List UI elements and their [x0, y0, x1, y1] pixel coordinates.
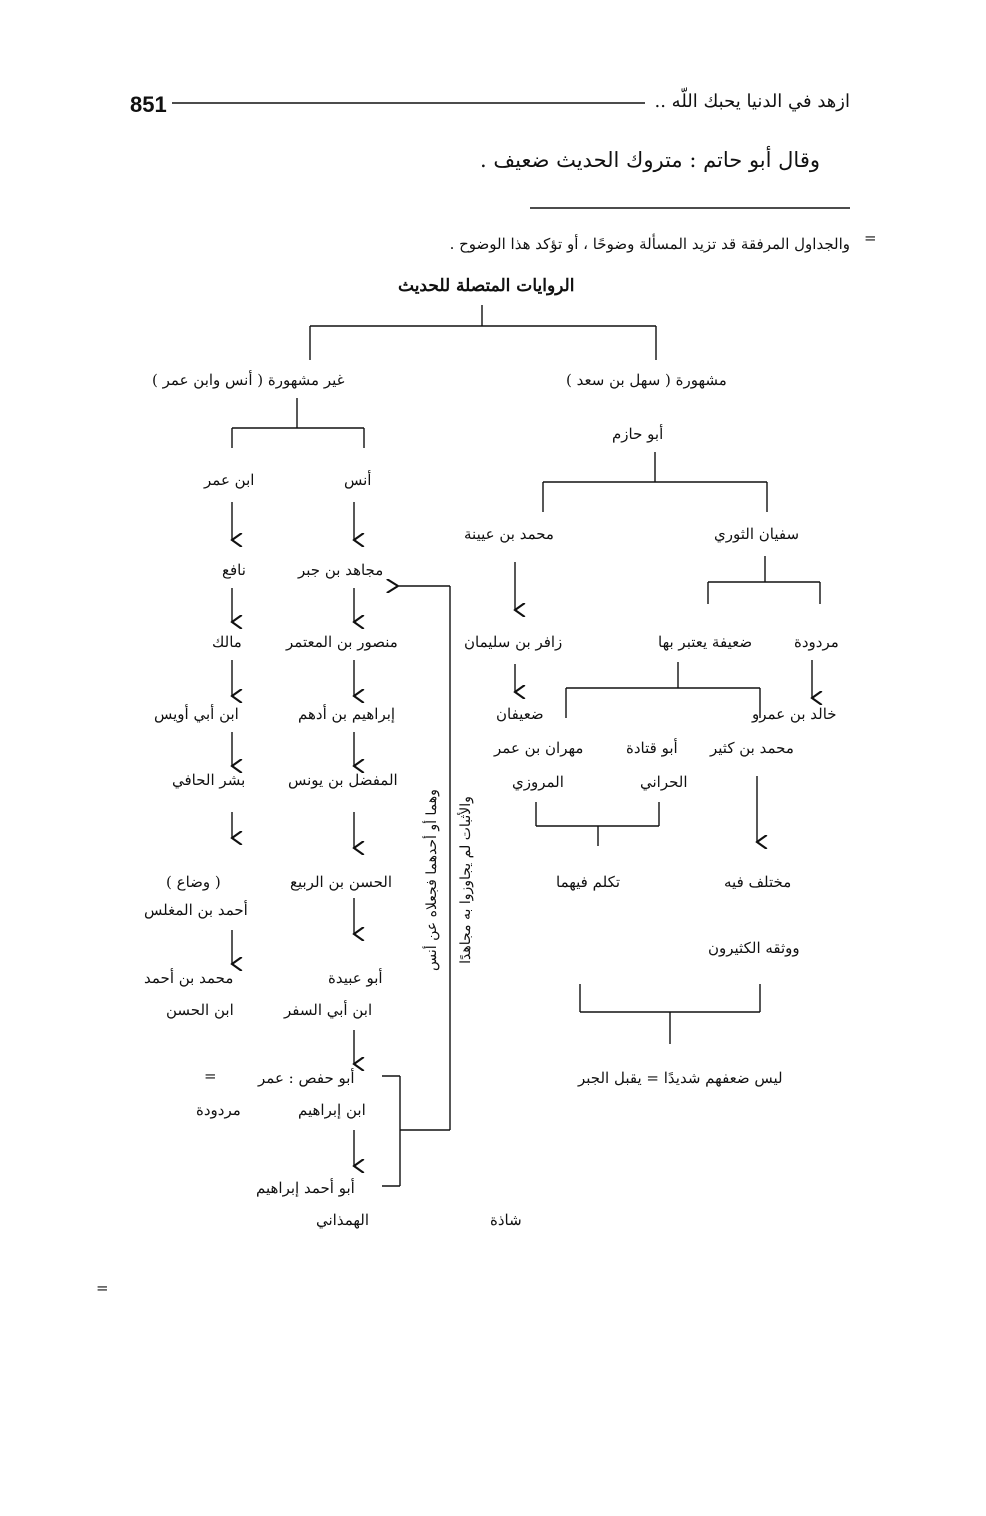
unfamous-branch-label: غير مشهورة ( أنس وابن عمر ) [152, 371, 345, 389]
label-daifa: ضعيفة يعتبر بها [658, 633, 753, 651]
label-mukhtalaf: مختلف فيه [724, 873, 792, 891]
narrator-mihran: مهران بن عمر [494, 739, 584, 757]
narrator-abu-ahmad: أبو أحمد إبراهيم [256, 1179, 355, 1197]
narrator-ibn-uyayna: محمد بن عيينة [464, 525, 554, 543]
label-waddaa: ( وضاع ) [166, 873, 221, 891]
narrator-hasan-rabi: الحسن بن الربيع [290, 873, 393, 891]
narrator-sufyan: سفيان الثوري [714, 525, 800, 543]
narrator-mansur: منصور بن المعتمر [286, 633, 398, 651]
narrator-mufaddal: المفضل بن يونس [288, 771, 398, 789]
narrator-abu-hafs-2: ابن إبراهيم [298, 1101, 366, 1119]
narrator-abu-ubayda-2: ابن أبي السفر [284, 1001, 373, 1019]
page-number: 851 [130, 92, 167, 117]
narrator-abu-hafs: أبو حفص : عمر [258, 1069, 355, 1087]
narrator-ibn-umar: ابن عمر [204, 471, 255, 489]
narrator-bishr: بشر الحافي [172, 771, 246, 789]
narrator-abu-qatada-2: الحراني [640, 773, 688, 791]
equals-sign: = [204, 1067, 217, 1085]
narrator-muhammad-ahmad-2: ابن الحسن [166, 1001, 234, 1019]
right-conclusion: ليس ضعفهم شديدًا = يقبل الجبر [578, 1069, 783, 1087]
footnote-marker: = [864, 229, 877, 247]
famous-branch-label: مشهورة ( سهل بن سعد ) [566, 371, 727, 389]
narrator-zafir: زافر بن سليمان [464, 633, 563, 651]
narrator-anas: أنس [344, 471, 372, 489]
running-title: ازهد في الدنيا يحبك اللّه .. [654, 91, 850, 112]
narrator-malik: مالك [212, 633, 242, 651]
label-daifan: ضعيفان [496, 705, 544, 723]
narrator-abu-qatada: أبو قتادة [626, 739, 678, 757]
label-takallum: تكلم فيهما [556, 873, 621, 891]
intro-line: وقال أبو حاتم : متروك الحديث ضعيف . [480, 148, 820, 172]
narrator-muhammad-ahmad: محمد بن أحمد [144, 969, 234, 987]
narrator-muhammad-kathir: محمد بن كثير [710, 739, 794, 757]
narrator-abu-ahmad-2: الهمذاني [316, 1211, 370, 1229]
narrator-ibn-abi-uways: ابن أبي أويس [154, 705, 239, 723]
tree-title: الروايات المتصلة للحديث [398, 276, 575, 296]
narrator-mihran-2: المروزي [512, 773, 564, 791]
label-wathaqahu: ووثقه الكثيرون [708, 939, 800, 957]
narrator-mujahid: مجاهد بن جبر [298, 561, 384, 579]
footnote-continuation-marker: = [96, 1279, 109, 1297]
narrator-nafi: نافع [222, 561, 246, 579]
footnote-text: والجداول المرفقة قد تزيد المسألة وضوحًا … [449, 235, 850, 253]
narrator-ibrahim-adham: إبراهيم بن أدهم [298, 705, 396, 723]
label-mardooda-right: مردودة [794, 633, 839, 651]
narrator-abu-hazim: أبو حازم [612, 425, 664, 443]
label-mardooda-left: مردودة [196, 1101, 241, 1119]
label-shadhdha: شاذة [490, 1211, 522, 1229]
narrator-khalid: خالد بن عمرو [752, 705, 837, 723]
narrator-abu-ubayda: أبو عبيدة [328, 969, 383, 987]
narrator-ahmad-mughallis: أحمد بن المغلس [144, 901, 248, 919]
